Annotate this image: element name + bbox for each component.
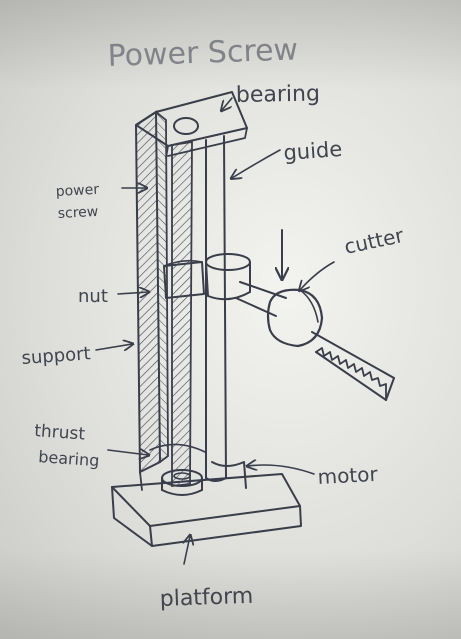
base-motor-housing bbox=[211, 461, 247, 489]
nut bbox=[163, 259, 205, 299]
label-cutter: cutter bbox=[342, 223, 406, 259]
label-thrust-bearing-line2: bearing bbox=[38, 447, 100, 470]
top-bearing bbox=[173, 117, 199, 135]
label-nut: nut bbox=[78, 286, 108, 307]
nut-leader bbox=[117, 292, 148, 294]
thrust-bearing bbox=[149, 443, 206, 496]
platform-leader bbox=[184, 536, 190, 565]
cutter-leader bbox=[300, 261, 335, 290]
label-motor: motor bbox=[317, 462, 379, 489]
motor-arm bbox=[235, 281, 287, 317]
thrust-bearing-leader bbox=[107, 450, 148, 455]
label-support: support bbox=[21, 343, 91, 369]
motor-body bbox=[266, 288, 324, 348]
power-screw-rod bbox=[171, 140, 193, 488]
top-plate bbox=[135, 91, 248, 159]
label-thrust-bearing-line1: thrust bbox=[34, 421, 86, 445]
guide-leader bbox=[232, 149, 281, 178]
support-column bbox=[134, 110, 169, 491]
support-leader bbox=[95, 344, 132, 350]
label-power-screw-line1: power bbox=[55, 182, 99, 200]
label-platform: platform bbox=[159, 584, 253, 612]
label-power-screw-line2: screw bbox=[57, 204, 98, 222]
guide-sleeve bbox=[205, 253, 251, 301]
guide-rod bbox=[205, 135, 227, 482]
label-guide: guide bbox=[283, 137, 343, 165]
diagram-title: Power Screw bbox=[107, 32, 299, 74]
label-bearing: bearing bbox=[236, 82, 320, 108]
motor-leader bbox=[248, 465, 315, 475]
saw-blade bbox=[311, 331, 395, 401]
bearing-leader bbox=[222, 97, 233, 110]
platform-base bbox=[111, 473, 302, 547]
